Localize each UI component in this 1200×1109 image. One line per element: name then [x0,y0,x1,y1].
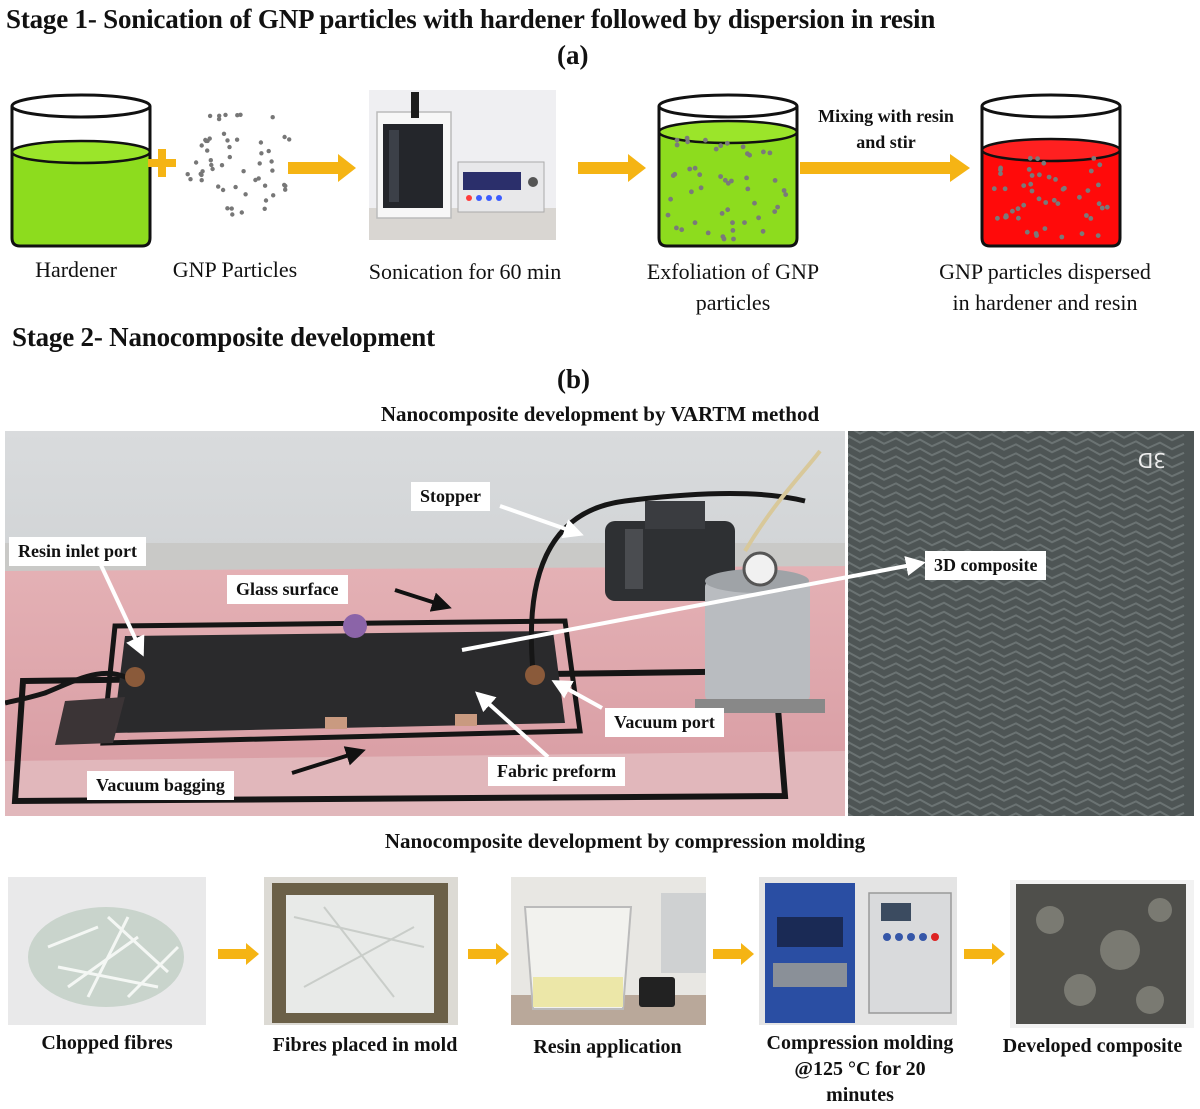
mixing-label-line1: Mixing with resin [818,106,954,126]
sonicator-photo [369,90,556,240]
arrow-icon [713,943,754,965]
caption-exfoliation-line1: Exfoliation of GNP [646,259,820,284]
developed-composite-photo [1010,880,1194,1028]
caption-dispersed: GNP particles dispersed in hardener and … [910,256,1180,318]
arrow-icon [800,154,970,182]
callout-arrows [98,504,926,775]
chopped-fibres-photo [8,877,206,1025]
arrow-icon [964,943,1005,965]
caption-exfoliation: Exfoliation of GNP particles [618,256,848,318]
arrow-icon [578,154,646,182]
vartm-setup-photo [5,431,845,816]
composite-3d-photo: 3D [848,431,1194,816]
caption-dispersed-line2: in hardener and resin [952,290,1138,315]
caption-compression-line3: minutes [826,1084,894,1106]
panel-label-b: (b) [557,364,590,394]
mixing-label: Mixing with resin and stir [791,103,981,155]
arrow-icon [468,943,509,965]
callout-stopper: Stopper [411,482,491,511]
compression-press-photo [759,877,957,1025]
stage1-title: Stage 1- Sonication of GNP particles wit… [6,4,936,34]
caption-compression-line2: @125 °C for 20 [794,1058,926,1080]
caption-gnp-particles: GNP Particles [172,257,298,282]
caption-compression-line1: Compression molding [766,1032,954,1054]
caption-hardener: Hardener [35,257,117,282]
compression-title: Nanocomposite development by compression… [384,829,866,853]
caption-developed-composite: Developed composite [1002,1035,1183,1057]
svg-text:3D: 3D [1138,448,1166,472]
caption-fibres-in-mold: Fibres placed in mold [272,1034,458,1056]
caption-exfoliation-line2: particles [695,290,771,315]
callout-vacuum-bagging: Vacuum bagging [87,771,234,800]
caption-compression-molding: Compression molding @125 °C for 20 minut… [740,1030,980,1108]
panel-label-a: (a) [557,40,589,70]
callout-vacuum-port: Vacuum port [605,708,724,737]
caption-dispersed-line1: GNP particles dispersed [939,259,1151,284]
caption-chopped-fibres: Chopped fibres [41,1032,173,1054]
stage2-title: Stage 2- Nanocomposite development [12,322,435,352]
vartm-title: Nanocomposite development by VARTM metho… [380,402,820,426]
resin-beaker [980,93,1122,248]
arrow-icon [218,943,259,965]
plus-icon [148,149,176,177]
resin-application-photo [511,877,706,1025]
callout-fabric-preform: Fabric preform [488,757,626,786]
callout-glass-surface: Glass surface [227,575,348,604]
gnp-particles-graphic [185,112,292,217]
callout-resin-inlet-port: Resin inlet port [9,537,146,566]
caption-sonication: Sonication for 60 min [368,259,562,284]
fibres-in-mold-photo [264,877,458,1025]
hardener-beaker [10,93,152,248]
exfoliation-beaker [657,93,799,248]
caption-resin-application: Resin application [533,1036,682,1058]
mixing-label-line2: and stir [856,132,916,152]
arrow-icon [288,154,356,182]
callout-3d-composite: 3D composite [925,551,1047,580]
